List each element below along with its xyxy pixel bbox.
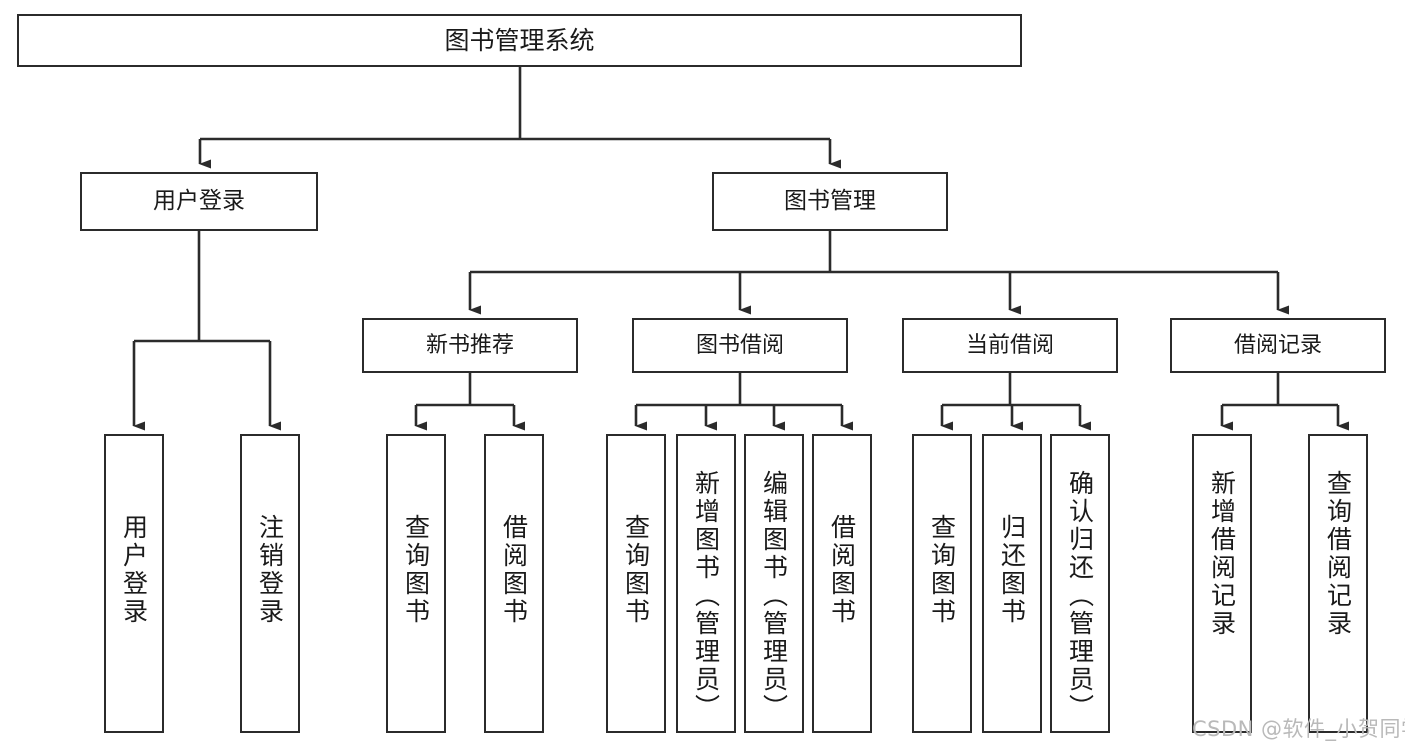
node-leaf-add-record[interactable]: 新增借阅记录 (1192, 434, 1252, 733)
csdn-watermark: CSDN @软件_小贺同学 (1192, 717, 1405, 741)
node-leaf-add-record-label: 新增借阅记录 (1207, 470, 1237, 638)
node-leaf-add-book[interactable]: 新增图书（管理员） (676, 434, 736, 733)
node-leaf-logout[interactable]: 注销登录 (240, 434, 300, 733)
node-leaf-borrow-book-2[interactable]: 借阅图书 (812, 434, 872, 733)
node-leaf-edit-book-label: 编辑图书（管理员） (759, 470, 789, 722)
node-new-book-recommend[interactable]: 新书推荐 (362, 318, 578, 373)
node-new-book-recommend-label: 新书推荐 (425, 332, 514, 358)
node-leaf-borrow-book-2-label: 借阅图书 (827, 514, 857, 626)
node-user-login[interactable]: 用户登录 (80, 172, 318, 231)
node-leaf-query-book-3-label: 查询图书 (927, 514, 957, 626)
node-book-management-label: 图书管理 (784, 187, 876, 214)
node-leaf-query-record-label: 查询借阅记录 (1323, 470, 1353, 638)
node-leaf-user-login[interactable]: 用户登录 (104, 434, 164, 733)
node-leaf-add-book-label: 新增图书（管理员） (691, 470, 721, 722)
node-leaf-confirm-return-label: 确认归还（管理员） (1065, 470, 1095, 722)
node-leaf-return-book-label: 归还图书 (997, 514, 1027, 626)
node-user-login-label: 用户登录 (153, 187, 245, 214)
node-current-borrow-label: 当前借阅 (965, 332, 1054, 358)
node-leaf-query-record[interactable]: 查询借阅记录 (1308, 434, 1368, 733)
node-book-borrow[interactable]: 图书借阅 (632, 318, 848, 373)
node-leaf-logout-label: 注销登录 (255, 514, 285, 626)
node-leaf-confirm-return[interactable]: 确认归还（管理员） (1050, 434, 1110, 733)
node-leaf-borrow-book-1-label: 借阅图书 (499, 514, 529, 626)
node-leaf-edit-book[interactable]: 编辑图书（管理员） (744, 434, 804, 733)
node-borrow-record-label: 借阅记录 (1233, 332, 1322, 358)
node-leaf-return-book[interactable]: 归还图书 (982, 434, 1042, 733)
node-root[interactable]: 图书管理系统 (17, 14, 1022, 67)
node-leaf-user-login-label: 用户登录 (119, 514, 149, 626)
node-book-borrow-label: 图书借阅 (695, 332, 784, 358)
node-current-borrow[interactable]: 当前借阅 (902, 318, 1118, 373)
node-root-label: 图书管理系统 (444, 25, 595, 55)
node-leaf-query-book-1-label: 查询图书 (401, 514, 431, 626)
node-leaf-query-book-2-label: 查询图书 (621, 514, 651, 626)
node-leaf-query-book-3[interactable]: 查询图书 (912, 434, 972, 733)
node-leaf-query-book-1[interactable]: 查询图书 (386, 434, 446, 733)
node-borrow-record[interactable]: 借阅记录 (1170, 318, 1386, 373)
node-leaf-borrow-book-1[interactable]: 借阅图书 (484, 434, 544, 733)
node-leaf-query-book-2[interactable]: 查询图书 (606, 434, 666, 733)
node-book-management[interactable]: 图书管理 (712, 172, 948, 231)
